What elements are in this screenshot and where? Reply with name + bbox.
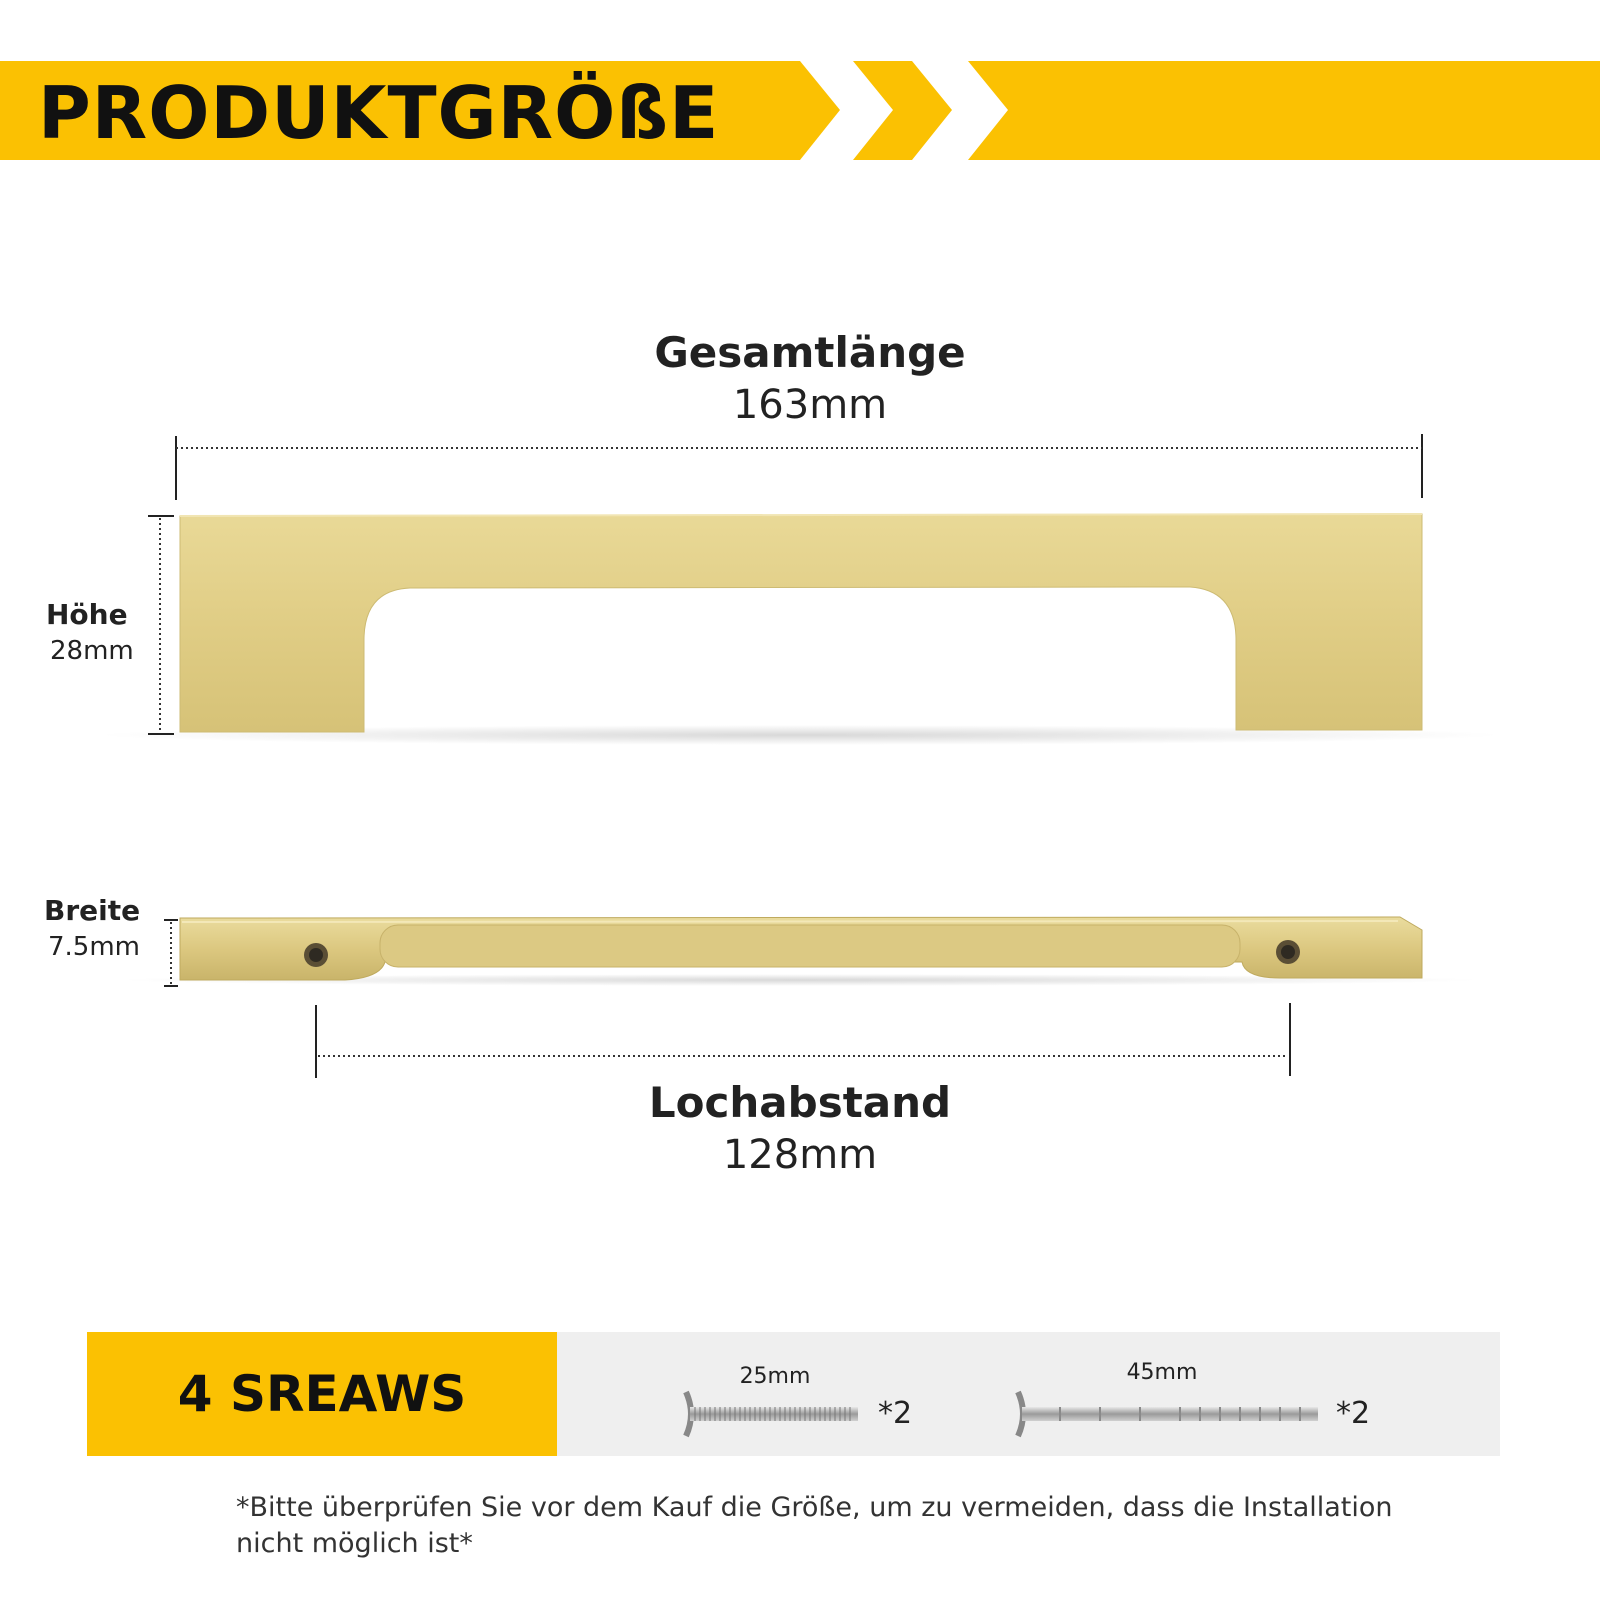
width-value: 7.5mm [48, 932, 141, 962]
hole-spacing-dimension [315, 1003, 1291, 1078]
banner-bar [0, 61, 840, 160]
screw-length-long: 45mm [1126, 1360, 1198, 1385]
width-label: Breite [44, 894, 141, 927]
height-label: Höhe [46, 598, 128, 631]
screws-panel [557, 1332, 1500, 1456]
banner-tail [968, 61, 1600, 160]
product-drawing [100, 434, 1500, 1078]
note-line-1: *Bitte überprüfen Sie vor dem Kauf die G… [236, 1492, 1393, 1523]
overall-length-label: Gesamtlänge [654, 328, 966, 377]
screws-illustration [683, 1390, 1318, 1438]
screw-quantity-short: *2 [878, 1396, 913, 1431]
hole-spacing-label: Lochabstand [648, 1078, 952, 1127]
screw-long-icon [1015, 1390, 1318, 1438]
screw-quantity-long: *2 [1336, 1396, 1371, 1431]
note-line-2: nicht möglich ist* [236, 1528, 473, 1559]
banner-chevron [853, 61, 952, 160]
handle-front-view [179, 513, 1423, 733]
page-title: PRODUKTGRÖßE [38, 71, 720, 155]
height-dimension [148, 515, 174, 735]
header-banner [0, 61, 1600, 160]
height-value: 28mm [50, 636, 134, 666]
overall-length-dimension [175, 434, 1423, 500]
hole-spacing-value: 128mm [722, 1132, 878, 1178]
width-dimension [164, 919, 178, 987]
screw-length-short: 25mm [739, 1364, 811, 1389]
screws-title-panel [87, 1332, 557, 1456]
size-check-note: *Bitte überprüfen Sie vor dem Kauf die G… [236, 1490, 1436, 1562]
screw-short-icon [683, 1390, 858, 1438]
overall-length-value: 163mm [732, 382, 888, 428]
screws-title: 4 SREAWS [177, 1365, 467, 1423]
handle-shadow [100, 725, 1500, 745]
